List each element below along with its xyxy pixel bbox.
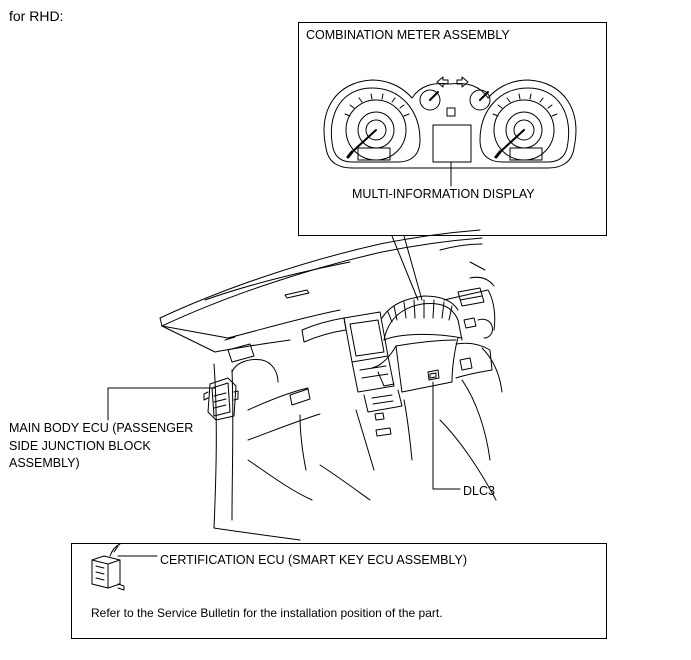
dashboard-illustration xyxy=(159,229,503,541)
multi-information-display-label: MULTI-INFORMATION DISPLAY xyxy=(352,187,535,201)
combination-meter-callout-box xyxy=(298,22,607,236)
main-body-ecu-label: MAIN BODY ECU (PASSENGER SIDE JUNCTION B… xyxy=(9,421,194,470)
certification-ecu-illustration xyxy=(91,543,125,591)
combination-meter-illustration xyxy=(323,76,577,187)
certification-ecu-callout-box xyxy=(71,543,607,639)
reference-note: Refer to the Service Bulletin for the in… xyxy=(91,606,443,620)
combination-meter-label: COMBINATION METER ASSEMBLY xyxy=(306,28,510,42)
region-heading: for RHD: xyxy=(9,8,64,24)
certification-ecu-label: CERTIFICATION ECU (SMART KEY ECU ASSEMBL… xyxy=(160,553,468,567)
main-body-ecu-illustration xyxy=(203,377,239,421)
dlc3-label: DLC3 xyxy=(463,484,495,498)
